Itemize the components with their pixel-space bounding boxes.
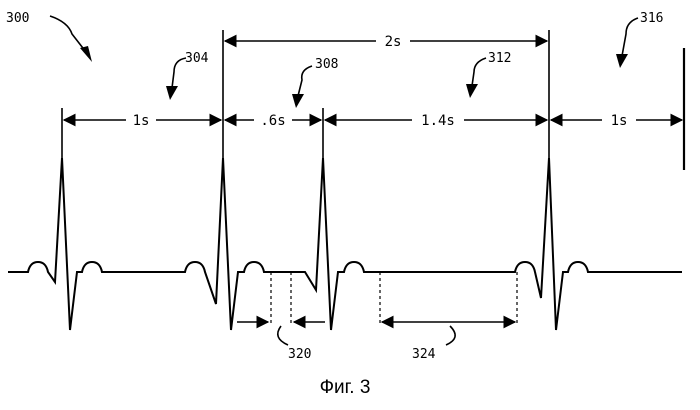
arrowhead-308	[292, 94, 304, 108]
leader-316	[622, 18, 638, 56]
ref-324: 324	[412, 347, 436, 362]
leader-304	[172, 58, 186, 88]
label-interval-3: 1.4s	[421, 113, 455, 129]
arrowhead-316	[616, 54, 628, 68]
label-interval-1: 1s	[133, 113, 150, 129]
label-2s: 2s	[385, 34, 402, 50]
arrowhead-304	[166, 86, 178, 100]
ecg-waveform	[8, 158, 682, 330]
arrowhead-300	[80, 46, 92, 62]
leader-324	[446, 326, 455, 345]
ref-312: 312	[488, 51, 511, 66]
arrowhead-312	[466, 84, 478, 98]
ref-316: 316	[640, 11, 663, 26]
leader-320	[278, 326, 288, 345]
ref-304: 304	[185, 51, 209, 66]
leader-308	[298, 66, 312, 96]
ref-300: 300	[6, 11, 29, 26]
ref-308: 308	[315, 57, 338, 72]
leader-300	[50, 16, 86, 52]
figure-caption: Фиг. 3	[320, 377, 371, 398]
label-interval-4: 1s	[611, 113, 628, 129]
leader-312	[472, 58, 486, 86]
label-interval-2: .6s	[260, 113, 285, 129]
ref-320: 320	[288, 347, 311, 362]
